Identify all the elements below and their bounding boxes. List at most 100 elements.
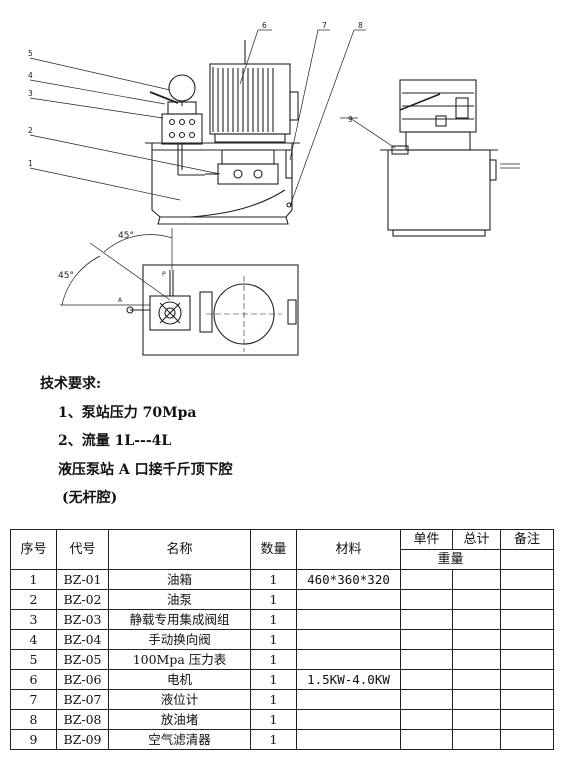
cell-empty xyxy=(452,729,501,750)
cell-name: 静载专用集成阀组 xyxy=(108,609,251,630)
cell-material: 460*360*320 xyxy=(296,569,401,590)
front-view xyxy=(29,29,366,225)
requirement-flow: 2、流量 1L---4L xyxy=(58,433,172,449)
cell-empty xyxy=(500,709,554,730)
callout-7: 7 xyxy=(322,21,327,30)
cell-code: BZ-06 xyxy=(56,669,109,690)
cell-material: 1.5KW-4.0KW xyxy=(296,669,401,690)
header-material: 材料 xyxy=(296,529,401,570)
requirements-title: 技术要求: xyxy=(40,376,102,392)
cell-empty xyxy=(400,649,453,670)
header-weight: 重量 xyxy=(400,549,501,570)
header-remarks: 备注 xyxy=(500,529,554,550)
cell-seq: 2 xyxy=(10,589,57,610)
cell-empty xyxy=(452,709,501,730)
cell-seq: 8 xyxy=(10,709,57,730)
cell-empty xyxy=(500,649,554,670)
cell-qty: 1 xyxy=(250,729,297,750)
requirement-pressure: 1、泵站压力 70Mpa xyxy=(58,404,197,421)
cell-seq: 5 xyxy=(10,649,57,670)
cell-seq: 1 xyxy=(10,569,57,590)
header-name: 名称 xyxy=(108,529,251,570)
cell-name: 100Mpa 压力表 xyxy=(108,649,251,670)
cell-qty: 1 xyxy=(250,569,297,590)
callout-1: 1 xyxy=(28,159,33,168)
cell-qty: 1 xyxy=(250,609,297,630)
cell-seq: 9 xyxy=(10,729,57,750)
cell-seq: 3 xyxy=(10,609,57,630)
cell-empty xyxy=(500,729,554,750)
cell-name: 电机 xyxy=(108,669,251,690)
cell-code: BZ-05 xyxy=(56,649,109,670)
cell-code: BZ-09 xyxy=(56,729,109,750)
cell-code: BZ-08 xyxy=(56,709,109,730)
cell-material xyxy=(296,629,401,650)
cell-empty xyxy=(400,589,453,610)
callout-2: 2 xyxy=(28,126,33,135)
top-view xyxy=(60,228,299,356)
cell-empty xyxy=(452,669,501,690)
cell-empty xyxy=(500,629,554,650)
angle-label-top: 45° xyxy=(118,231,134,241)
cell-empty xyxy=(452,689,501,710)
cell-qty: 1 xyxy=(250,649,297,670)
callout-4: 4 xyxy=(28,71,33,80)
callout-5: 5 xyxy=(28,49,33,58)
cell-material xyxy=(296,649,401,670)
cell-empty xyxy=(400,669,453,690)
cell-empty xyxy=(400,689,453,710)
cell-empty xyxy=(452,589,501,610)
cell-material xyxy=(296,589,401,610)
callout-9: 9 xyxy=(348,115,353,124)
cell-name: 空气滤清器 xyxy=(108,729,251,750)
cell-code: BZ-01 xyxy=(56,569,109,590)
cell-name: 油箱 xyxy=(108,569,251,590)
cell-empty xyxy=(400,569,453,590)
header-seq: 序号 xyxy=(10,529,57,570)
cell-seq: 6 xyxy=(10,669,57,690)
cell-seq: 7 xyxy=(10,689,57,710)
cell-empty xyxy=(452,649,501,670)
cell-qty: 1 xyxy=(250,669,297,690)
cell-empty xyxy=(500,569,554,590)
cell-material xyxy=(296,709,401,730)
header-remarks-blank xyxy=(500,549,554,570)
cell-code: BZ-04 xyxy=(56,629,109,650)
cell-empty xyxy=(400,709,453,730)
header-code: 代号 xyxy=(56,529,109,570)
cell-code: BZ-02 xyxy=(56,589,109,610)
requirement-port: 液压泵站 A 口接千斤顶下腔 xyxy=(58,461,233,478)
cell-name: 手动换向阀 xyxy=(108,629,251,650)
cell-material xyxy=(296,609,401,630)
side-view xyxy=(340,79,520,237)
callout-3: 3 xyxy=(28,89,33,98)
port-label-a: A xyxy=(118,297,123,304)
cell-empty xyxy=(452,569,501,590)
header-qty: 数量 xyxy=(250,529,297,570)
cell-qty: 1 xyxy=(250,629,297,650)
hydraulic-pump-station-drawing: 1 2 3 4 5 6 7 8 9 45° 45° P A xyxy=(28,21,520,356)
header-total: 总计 xyxy=(452,529,501,550)
cell-empty xyxy=(500,669,554,690)
callout-8: 8 xyxy=(358,21,363,30)
header-unit: 单件 xyxy=(400,529,453,550)
cell-name: 放油堵 xyxy=(108,709,251,730)
cell-empty xyxy=(500,689,554,710)
cell-code: BZ-07 xyxy=(56,689,109,710)
cell-empty xyxy=(452,609,501,630)
cell-empty xyxy=(500,589,554,610)
cell-material xyxy=(296,729,401,750)
port-label-p: P xyxy=(162,271,166,278)
cell-qty: 1 xyxy=(250,709,297,730)
cell-empty xyxy=(500,609,554,630)
